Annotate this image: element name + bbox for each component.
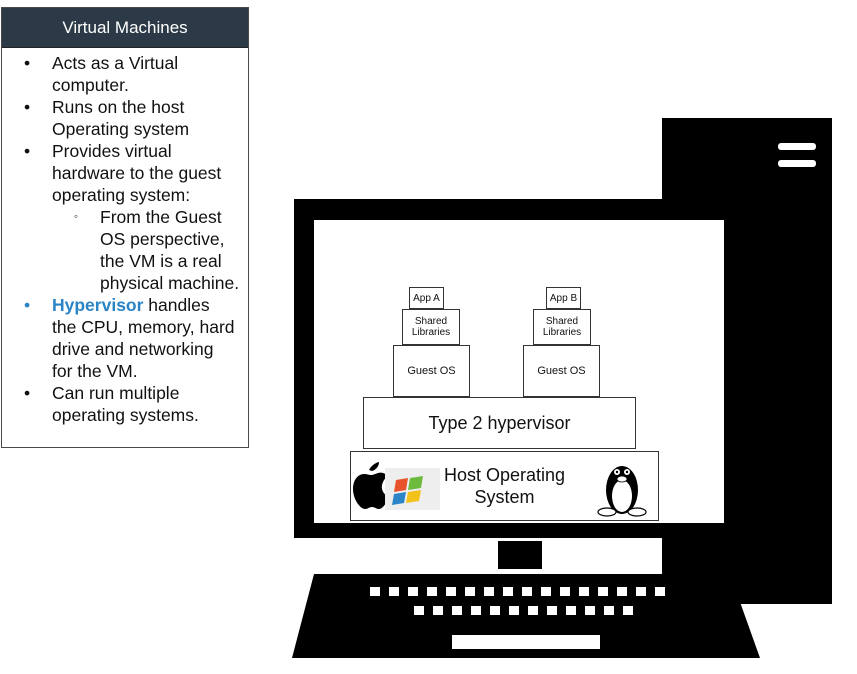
bullet-icon: • xyxy=(24,141,31,161)
bullet-icon: • xyxy=(24,53,31,73)
bullet-icon: • xyxy=(24,383,31,403)
guest-os-b-box: Guest OS xyxy=(523,345,600,397)
bullet-icon: • xyxy=(24,295,31,315)
guest-os-a-box: Guest OS xyxy=(393,345,470,397)
bullet-list: • Acts as a Virtual computer. • Runs on … xyxy=(2,52,248,426)
hypervisor-highlight: Hypervisor xyxy=(52,295,144,315)
list-item: • Provides virtual hardware to the guest… xyxy=(24,141,222,205)
tower-slot xyxy=(778,160,816,167)
sub-list-item: ◦ From the Guest OS perspective, the VM … xyxy=(74,207,240,293)
app-a-box: App A xyxy=(409,287,444,309)
tower-slot xyxy=(778,143,816,150)
app-b-box: App B xyxy=(546,287,581,309)
hypervisor-box: Type 2 hypervisor xyxy=(363,397,636,449)
keyboard-keys xyxy=(370,587,665,649)
list-item: • Runs on the host Operating system xyxy=(24,97,190,139)
circle-bullet-icon: ◦ xyxy=(74,211,78,223)
list-item: • Hypervisor handles the CPU, memory, ha… xyxy=(24,295,235,381)
list-item: • Acts as a Virtual computer. xyxy=(24,53,179,95)
info-panel: Virtual Machines • Acts as a Virtual com… xyxy=(1,7,249,448)
bullet-icon: • xyxy=(24,97,31,117)
monitor-stand xyxy=(498,541,542,569)
list-item: • Can run multiple operating systems. xyxy=(24,383,199,425)
panel-title: Virtual Machines xyxy=(2,8,248,48)
